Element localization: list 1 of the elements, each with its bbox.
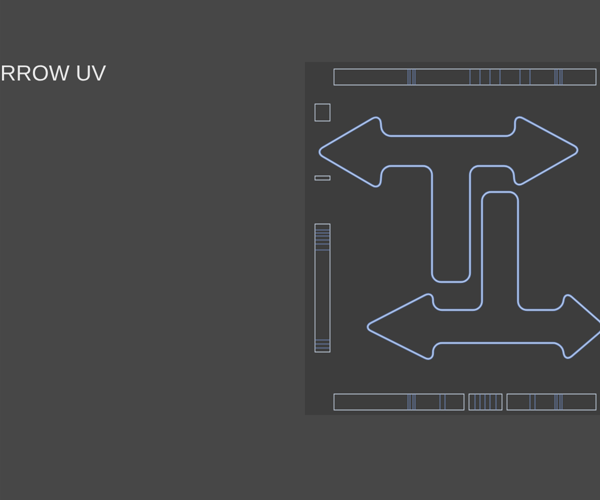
- title-text: RROW UV: [2, 65, 106, 81]
